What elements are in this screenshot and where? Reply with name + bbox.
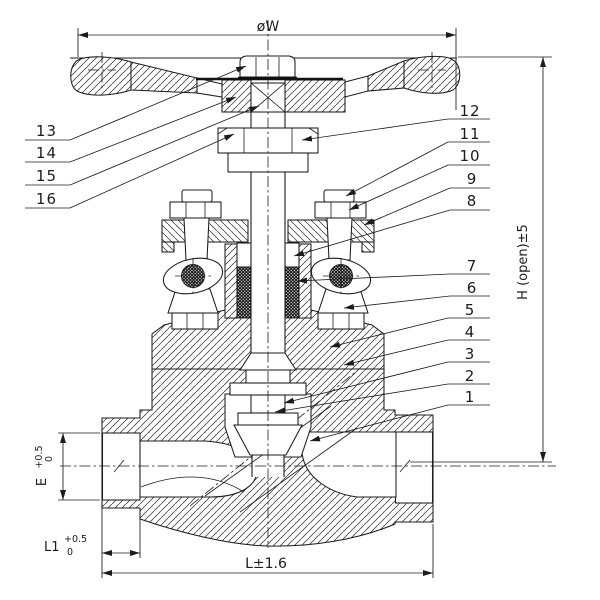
dim-handwheel-diameter: øW [77,19,457,110]
part-label-13: 13 [25,65,247,141]
part-labels-left: 13 14 15 16 [25,65,260,209]
gland-eyebolt-left [162,189,224,330]
part-number-6: 6 [467,279,478,297]
handwheel-rim-left [70,56,132,96]
part-number-14: 14 [36,144,57,162]
handwheel-hub-left [221,79,252,113]
dim-text-l1-sup: +0.5 [64,534,87,545]
leader-5 [329,317,449,348]
left-socket-bore [101,432,141,501]
leader-6 [343,295,451,310]
part-label-3: 3 [283,345,490,404]
centerlines [60,20,556,548]
dim-text-l1: L1 [44,540,60,555]
handwheel-hub-right [284,79,346,113]
leader-2 [274,383,449,414]
part-number-13: 13 [36,122,57,140]
eyebolt-shank-right [326,217,353,261]
dim-text-l: L±1.6 [245,556,287,572]
part-number-2: 2 [465,367,476,385]
part-number-1: 1 [465,388,476,406]
dim-open-height: H (open)±5 [410,56,552,463]
part-label-11: 11 [345,125,490,197]
part-number-10: 10 [459,147,480,165]
leader-1 [309,404,449,442]
part-number-12: 12 [459,102,480,120]
gland-flange-lip-left [161,241,175,253]
part-label-14: 14 [25,96,237,163]
leader-11 [345,141,449,197]
dim-bore-e: E +0.5 0 [34,432,100,501]
eyebolt-stud-left [181,189,213,203]
pipe-break-mark-left [113,459,125,473]
pipe-break-mark-right [399,459,411,473]
part-label-15: 15 [25,105,260,186]
leader-7 [296,273,451,284]
packing-left-section [236,266,252,319]
bridge-wall-edge-2 [239,427,358,513]
part-label-6: 6 [343,279,490,310]
gland-flange-lip-right [361,241,375,253]
leader-3 [283,361,449,404]
part-number-3: 3 [465,345,476,363]
dim-socket-depth-l1: L1 +0.5 0 [44,508,141,578]
valve-body [101,368,434,547]
part-labels-right: 12 11 10 9 8 7 6 [274,102,490,442]
part-label-12: 12 [301,102,490,142]
leader-15 [69,105,260,186]
part-label-10: 10 [348,147,490,211]
part-label-1: 1 [309,388,490,442]
disc-assembly [229,369,307,456]
leader-10 [348,164,449,211]
leader-9 [363,187,451,226]
dim-text-ow: øW [257,19,280,35]
part-label-4: 4 [343,323,490,366]
gland-eyebolt-right [310,189,372,330]
eyebolt-nut-right [314,201,367,219]
handwheel-nut-hex [239,55,296,78]
dim-text-e-sub: 0 [44,456,55,462]
part-number-9: 9 [467,170,478,188]
part-number-16: 16 [36,190,57,208]
pin-boss-right [317,312,365,330]
right-socket-bore [394,431,434,504]
part-label-2: 2 [274,367,490,414]
leader-8 [293,209,451,257]
part-number-15: 15 [36,167,57,185]
leader-13 [69,65,247,141]
pin-boss-left [171,312,219,330]
eyebolt-shank-left [183,217,210,261]
dim-text-l1-sub: 0 [67,547,73,558]
handwheel-nut [238,55,297,79]
eyebolt-stud-right [323,189,355,203]
bore-contour-line [140,476,245,493]
part-label-5: 5 [329,301,490,348]
dim-text-e-sup: +0.5 [34,445,45,468]
leader-14 [69,96,237,163]
leader-16 [69,133,235,209]
part-number-8: 8 [467,192,478,210]
eyebolt-nut-left [169,201,222,219]
part-label-7: 7 [296,257,490,284]
part-label-9: 9 [363,170,490,226]
leader-12 [301,118,449,142]
dim-text-e: E [35,478,50,486]
dim-face-to-face-l: L±1.6 [102,524,434,578]
packing-right-section [284,266,300,319]
part-number-5: 5 [465,301,476,319]
leader-4 [343,339,449,366]
handwheel-spoke-right-section [367,60,405,92]
dim-text-h-open: H (open)±5 [516,224,531,300]
part-number-11: 11 [459,125,480,143]
part-label-16: 16 [25,133,235,209]
part-number-7: 7 [467,257,478,275]
part-number-4: 4 [465,323,476,341]
stuffing-box-wall-left [224,243,238,319]
part-label-8: 8 [293,192,490,257]
